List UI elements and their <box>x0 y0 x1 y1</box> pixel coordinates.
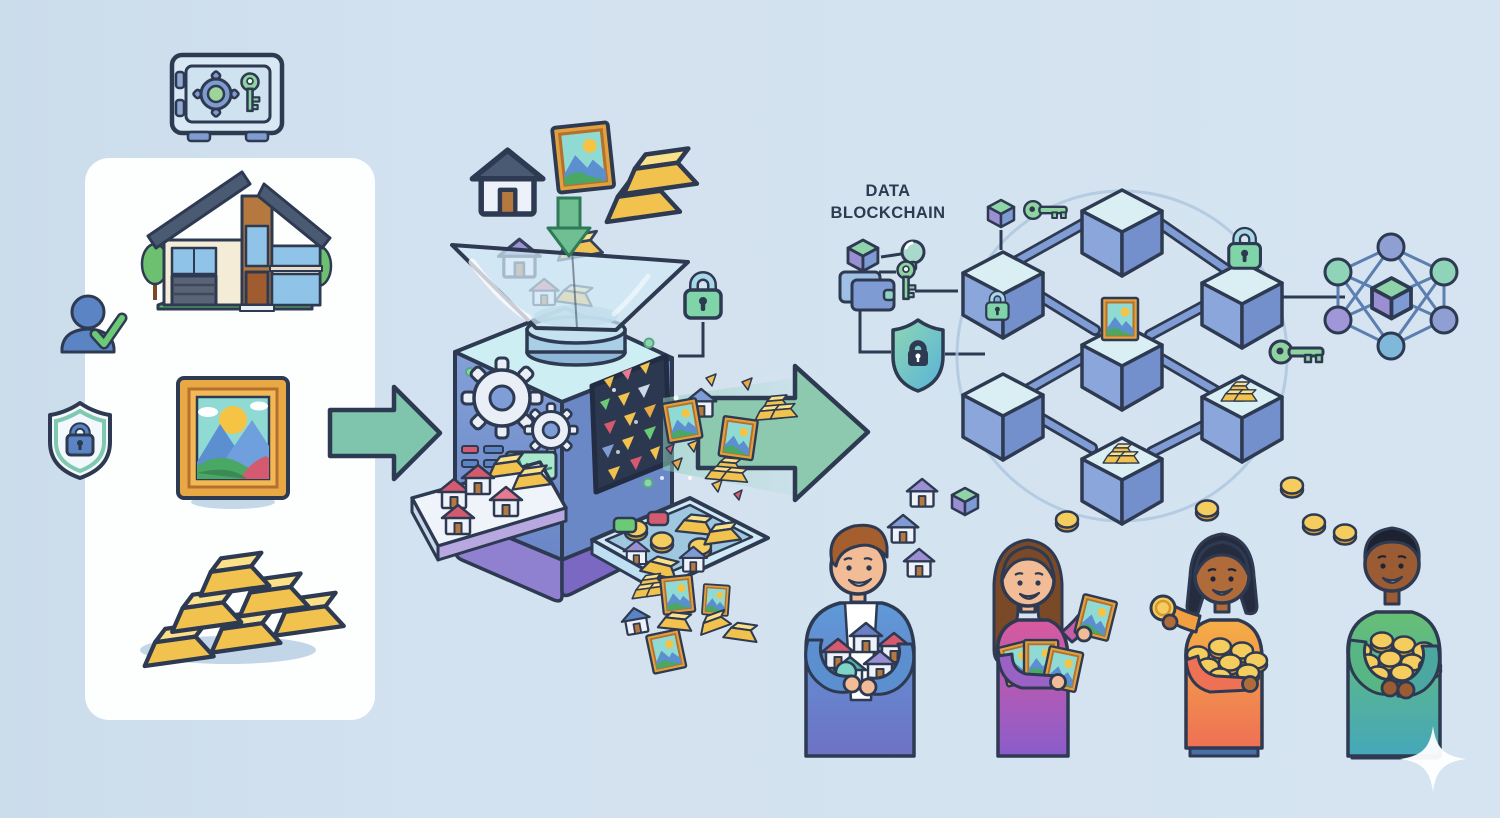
wallet-icon <box>838 270 896 312</box>
small-cube-icon <box>846 238 880 273</box>
glass-funnel <box>450 229 690 367</box>
padlock-on-top-icon <box>1229 231 1261 268</box>
block-cube <box>1080 188 1164 278</box>
safe-gear-icon <box>192 70 240 118</box>
token-spray <box>660 373 797 501</box>
block-cube <box>961 372 1045 462</box>
machine-padlock-icon <box>678 276 721 358</box>
credential-cluster <box>838 238 985 393</box>
block-cube <box>1200 260 1284 350</box>
painting-token <box>1100 296 1140 342</box>
house-token-tray <box>410 452 568 562</box>
blockchain-label-line2: BLOCKCHAIN <box>830 203 946 222</box>
person-house-holder <box>804 523 916 758</box>
access-key-icon <box>1268 339 1325 365</box>
output-flow <box>660 363 871 503</box>
security-shield-icon <box>891 318 945 393</box>
safe-icon <box>169 52 285 143</box>
sparkle-icon <box>1400 726 1466 792</box>
painting-token-hand <box>1073 592 1119 643</box>
raised-coin <box>1149 594 1179 631</box>
machine-gear-large-icon <box>460 356 544 440</box>
fragment-window <box>589 353 673 495</box>
down-arrow-icon <box>546 196 592 258</box>
machine-gear-small-icon <box>523 402 579 458</box>
blockchain-label-line1: DATA <box>865 182 911 200</box>
asset-fragments <box>600 362 660 480</box>
network-graph-icon <box>1323 232 1459 361</box>
person-coin-holder-2 <box>1346 526 1443 760</box>
painting-asset <box>176 376 290 509</box>
funnel-input-items <box>472 120 697 258</box>
verified-person-icon <box>60 294 128 354</box>
blockchain-label: DATA BLOCKCHAIN <box>806 181 970 225</box>
key-icon <box>896 260 917 301</box>
tokenizer-machine <box>410 120 770 603</box>
input-arrow <box>327 384 443 482</box>
shield-lock-icon <box>48 401 112 480</box>
person-painting-holder <box>992 538 1119 758</box>
gold-bars-asset <box>131 543 345 666</box>
tiny-cube-icon <box>986 198 1016 229</box>
person-coin-holder-1 <box>1149 532 1269 758</box>
token-bin <box>590 496 770 600</box>
blockchain-network <box>955 188 1345 526</box>
house-asset <box>140 170 333 312</box>
